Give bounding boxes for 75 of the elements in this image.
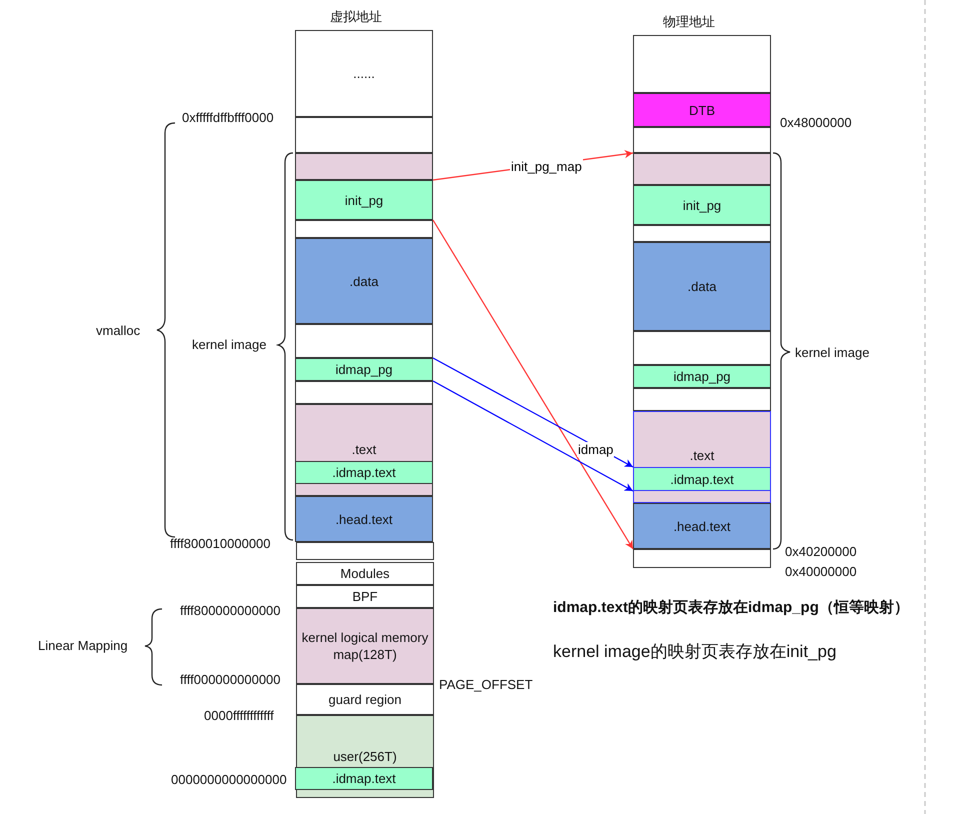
memory-region xyxy=(296,585,434,608)
region-label: Modules xyxy=(340,565,390,582)
memory-region xyxy=(295,767,433,790)
address-label: ffff000000000000 xyxy=(180,672,281,687)
note-text: idmap.text的映射页表存放在idmap_pg（恒等映射） xyxy=(553,598,909,617)
empty-region xyxy=(633,331,771,365)
empty-region xyxy=(633,225,771,242)
memory-region xyxy=(633,242,771,331)
region-label: .idmap.text xyxy=(670,470,734,488)
arrow xyxy=(432,220,634,550)
region-label: .idmap.text xyxy=(332,464,396,481)
region-label: idmap_pg xyxy=(335,361,393,378)
memory-region xyxy=(296,715,434,798)
region-label: .text xyxy=(352,441,376,458)
range-label: Linear Mapping xyxy=(38,638,128,653)
region-label: .head.text xyxy=(335,510,393,528)
empty-region xyxy=(295,117,433,153)
memory-region xyxy=(633,185,771,225)
address-label: 0000ffffffffffff xyxy=(204,708,274,723)
memory-region xyxy=(633,411,771,503)
memory-region xyxy=(296,684,434,715)
region-label: kernel logical memory map(128T) xyxy=(300,629,430,663)
column-heading: 物理地址 xyxy=(663,13,715,31)
region-label: BPF xyxy=(352,588,378,605)
marker-label: PAGE_OFFSET xyxy=(439,677,533,692)
note-text: kernel image的映射页表存放在init_pg xyxy=(553,641,836,663)
empty-region xyxy=(296,542,434,560)
empty-region xyxy=(295,324,433,358)
column-heading: 虚拟地址 xyxy=(330,8,382,26)
address-label: 0000000000000000 xyxy=(171,772,287,787)
empty-region xyxy=(633,35,771,93)
region-label: .text xyxy=(690,447,714,464)
empty-region xyxy=(295,153,433,180)
memory-region xyxy=(295,358,433,381)
region-label: .head.text xyxy=(673,518,731,534)
memory-region xyxy=(295,496,433,542)
address-label: 0x48000000 xyxy=(780,115,852,130)
memory-region xyxy=(295,30,433,117)
region-label: guard region xyxy=(328,691,402,708)
memory-region xyxy=(633,365,771,388)
address-label: 0x40200000 xyxy=(785,544,857,559)
empty-region xyxy=(633,549,771,568)
edge-label: init_pg_map xyxy=(510,159,583,174)
memory-region xyxy=(633,467,771,491)
region-label: DTB xyxy=(689,102,715,118)
memory-region xyxy=(633,93,771,127)
address-label: 0xfffffdffbfff0000 xyxy=(182,110,274,125)
range-label: kernel image xyxy=(795,345,870,360)
memory-region xyxy=(295,180,433,220)
range-label: kernel image xyxy=(192,337,266,352)
empty-region xyxy=(295,220,433,238)
address-label: 0x40000000 xyxy=(785,564,857,579)
region-label: .data xyxy=(350,272,378,290)
edge-label: idmap xyxy=(577,442,614,457)
empty-region xyxy=(633,127,771,153)
region-label: init_pg xyxy=(682,196,722,214)
address-label: ffff800000000000 xyxy=(180,603,281,618)
range-label: vmalloc xyxy=(96,323,140,338)
region-label: user(256T) xyxy=(333,748,397,765)
region-label: ...... xyxy=(353,65,375,82)
region-label: .idmap.text xyxy=(332,770,396,787)
address-label: ffff800010000000 xyxy=(170,536,271,551)
memory-region xyxy=(295,238,433,324)
empty-region xyxy=(633,153,771,185)
memory-region xyxy=(296,608,434,684)
memory-region xyxy=(633,503,771,549)
memory-region xyxy=(295,404,433,496)
region-label: .data xyxy=(688,278,716,295)
arrow xyxy=(432,380,634,492)
region-label: init_pg xyxy=(344,192,384,208)
empty-region xyxy=(633,388,771,411)
memory-region xyxy=(296,562,434,585)
empty-region xyxy=(295,381,433,404)
memory-region xyxy=(295,461,433,484)
region-label: idmap_pg xyxy=(673,368,731,385)
